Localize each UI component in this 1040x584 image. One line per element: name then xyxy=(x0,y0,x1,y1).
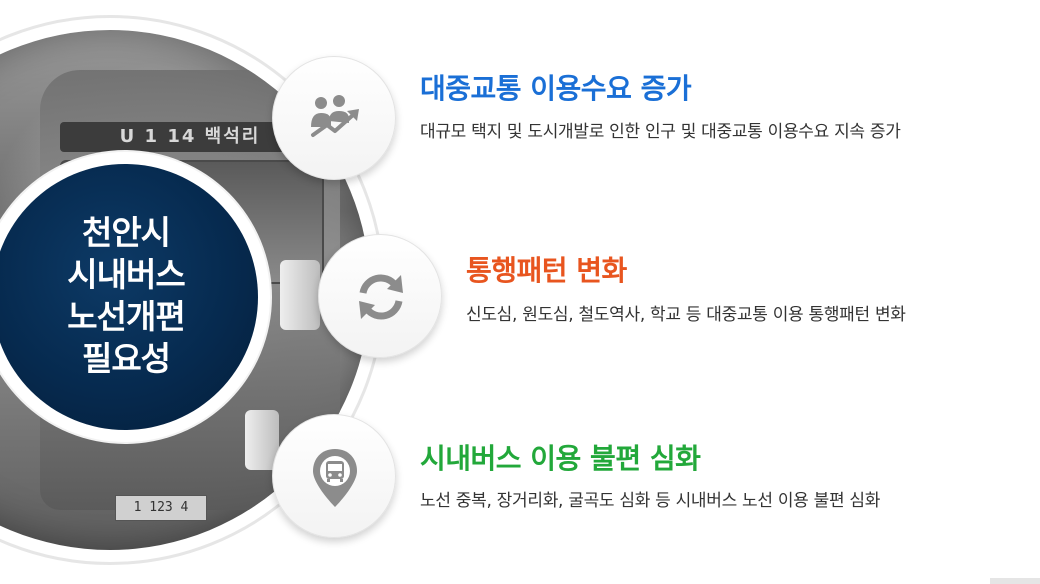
item-title: 시내버스 이용 불편 심화 xyxy=(420,442,701,476)
title-circle xyxy=(0,152,270,442)
item-icon-circle xyxy=(272,414,396,538)
bus-headlight xyxy=(280,260,320,330)
item-title-text: 통행패턴 변화 xyxy=(466,254,627,287)
item-title-text: 시내버스 이용 불편 심화 xyxy=(420,442,701,475)
bus-location-icon xyxy=(313,449,357,507)
item-description: 노선 중복, 장거리화, 굴곡도 심화 등 시내버스 노선 이용 불편 심화 xyxy=(420,491,881,511)
item-icon-circle xyxy=(318,234,442,358)
main-title-line: 필요성 xyxy=(81,339,171,378)
item-title: 대중교통 이용수요 증가 xyxy=(420,72,692,106)
item-icon-circle xyxy=(272,56,396,180)
item-title: 통행패턴 변화 xyxy=(466,254,627,288)
main-title-line: 시내버스 xyxy=(67,255,185,294)
item-title-text: 대중교통 이용수요 증가 xyxy=(420,72,692,105)
refresh-icon xyxy=(359,274,403,320)
item-description: 신도심, 원도심, 철도역사, 학교 등 대중교통 이용 통행패턴 변화 xyxy=(466,305,906,325)
title-circle-inner xyxy=(0,164,258,430)
main-title-line: 천안시 xyxy=(81,213,171,252)
main-title: 천안시 시내버스 노선개편 필요성 xyxy=(26,212,226,380)
main-title-line: 노선개편 xyxy=(67,297,185,336)
item-description: 대규모 택지 및 도시개발로 인한 인구 및 대중교통 이용수요 지속 증가 xyxy=(420,122,901,142)
people-growth-icon xyxy=(311,95,359,137)
license-plate: 1 123 4 xyxy=(115,495,207,521)
corner-divider xyxy=(990,578,1040,584)
